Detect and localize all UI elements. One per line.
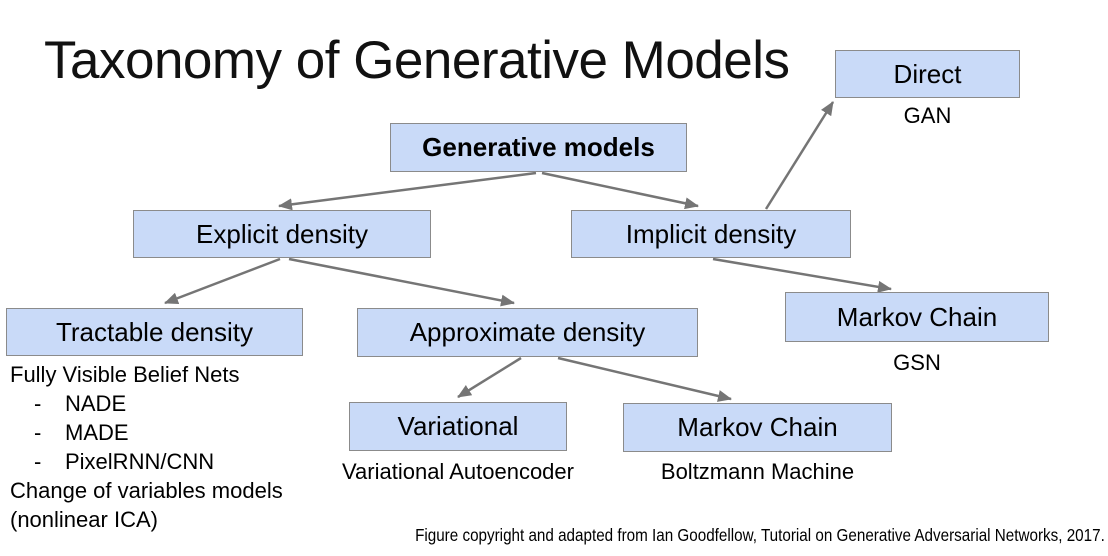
node-explicit-density-label: Explicit density (196, 218, 368, 249)
arrow-approximate-to-markov-center (557, 356, 732, 402)
arrow-implicit-to-markov-right (712, 257, 892, 293)
notes-item: -NADE (10, 389, 283, 418)
tractable-density-notes: Fully Visible Belief Nets -NADE -MADE -P… (10, 360, 283, 534)
node-implicit-density-label: Implicit density (625, 218, 797, 249)
node-variational: Variational (349, 402, 567, 451)
bullet-dash: - (34, 420, 42, 445)
arrow-approximate-to-variational (457, 356, 522, 399)
node-markov-chain-center: Markov Chain (623, 403, 892, 452)
node-implicit-density: Implicit density (571, 210, 851, 258)
notes-item: -MADE (10, 418, 283, 447)
figure-copyright-caption: Figure copyright and adapted from Ian Go… (415, 525, 1105, 545)
arrow-implicit-to-direct (764, 101, 835, 210)
node-markov-chain-right: Markov Chain (785, 292, 1049, 342)
node-approximate-density: Approximate density (357, 308, 698, 357)
node-generative-models: Generative models (390, 123, 687, 172)
notes-heading: Fully Visible Belief Nets (10, 362, 240, 387)
node-markov-chain-right-label: Markov Chain (836, 301, 998, 332)
label-gsn: GSN (893, 350, 941, 375)
node-variational-label: Variational (397, 411, 519, 441)
notes-item: -PixelRNN/CNN (10, 447, 283, 476)
arrow-explicit-to-approximate (288, 257, 515, 307)
notes-footer-line2: (nonlinear ICA) (10, 507, 158, 532)
notes-footer-line1: Change of variables models (10, 478, 283, 503)
notes-item-text: NADE (65, 391, 127, 416)
arrow-generative-to-implicit (541, 171, 699, 210)
node-direct-label: Direct (893, 58, 962, 89)
notes-item-text: MADE (65, 420, 129, 445)
arrow-generative-to-explicit (278, 171, 537, 211)
node-explicit-density: Explicit density (133, 210, 431, 258)
node-approximate-density-label: Approximate density (409, 317, 646, 347)
label-variational-autoencoder: Variational Autoencoder (342, 459, 574, 484)
node-tractable-density: Tractable density (6, 308, 303, 356)
bullet-dash: - (34, 449, 42, 474)
node-generative-models-label: Generative models (422, 132, 655, 162)
node-direct: Direct (835, 50, 1020, 98)
label-boltzmann-machine: Boltzmann Machine (660, 459, 855, 484)
node-tractable-density-label: Tractable density (55, 316, 254, 347)
node-markov-chain-center-label: Markov Chain (677, 412, 838, 442)
arrow-explicit-to-tractable (164, 257, 281, 305)
bullet-dash: - (34, 391, 42, 416)
slide-title: Taxonomy of Generative Models (44, 31, 790, 90)
notes-item-text: PixelRNN/CNN (65, 449, 215, 474)
label-gan: GAN (903, 103, 952, 128)
